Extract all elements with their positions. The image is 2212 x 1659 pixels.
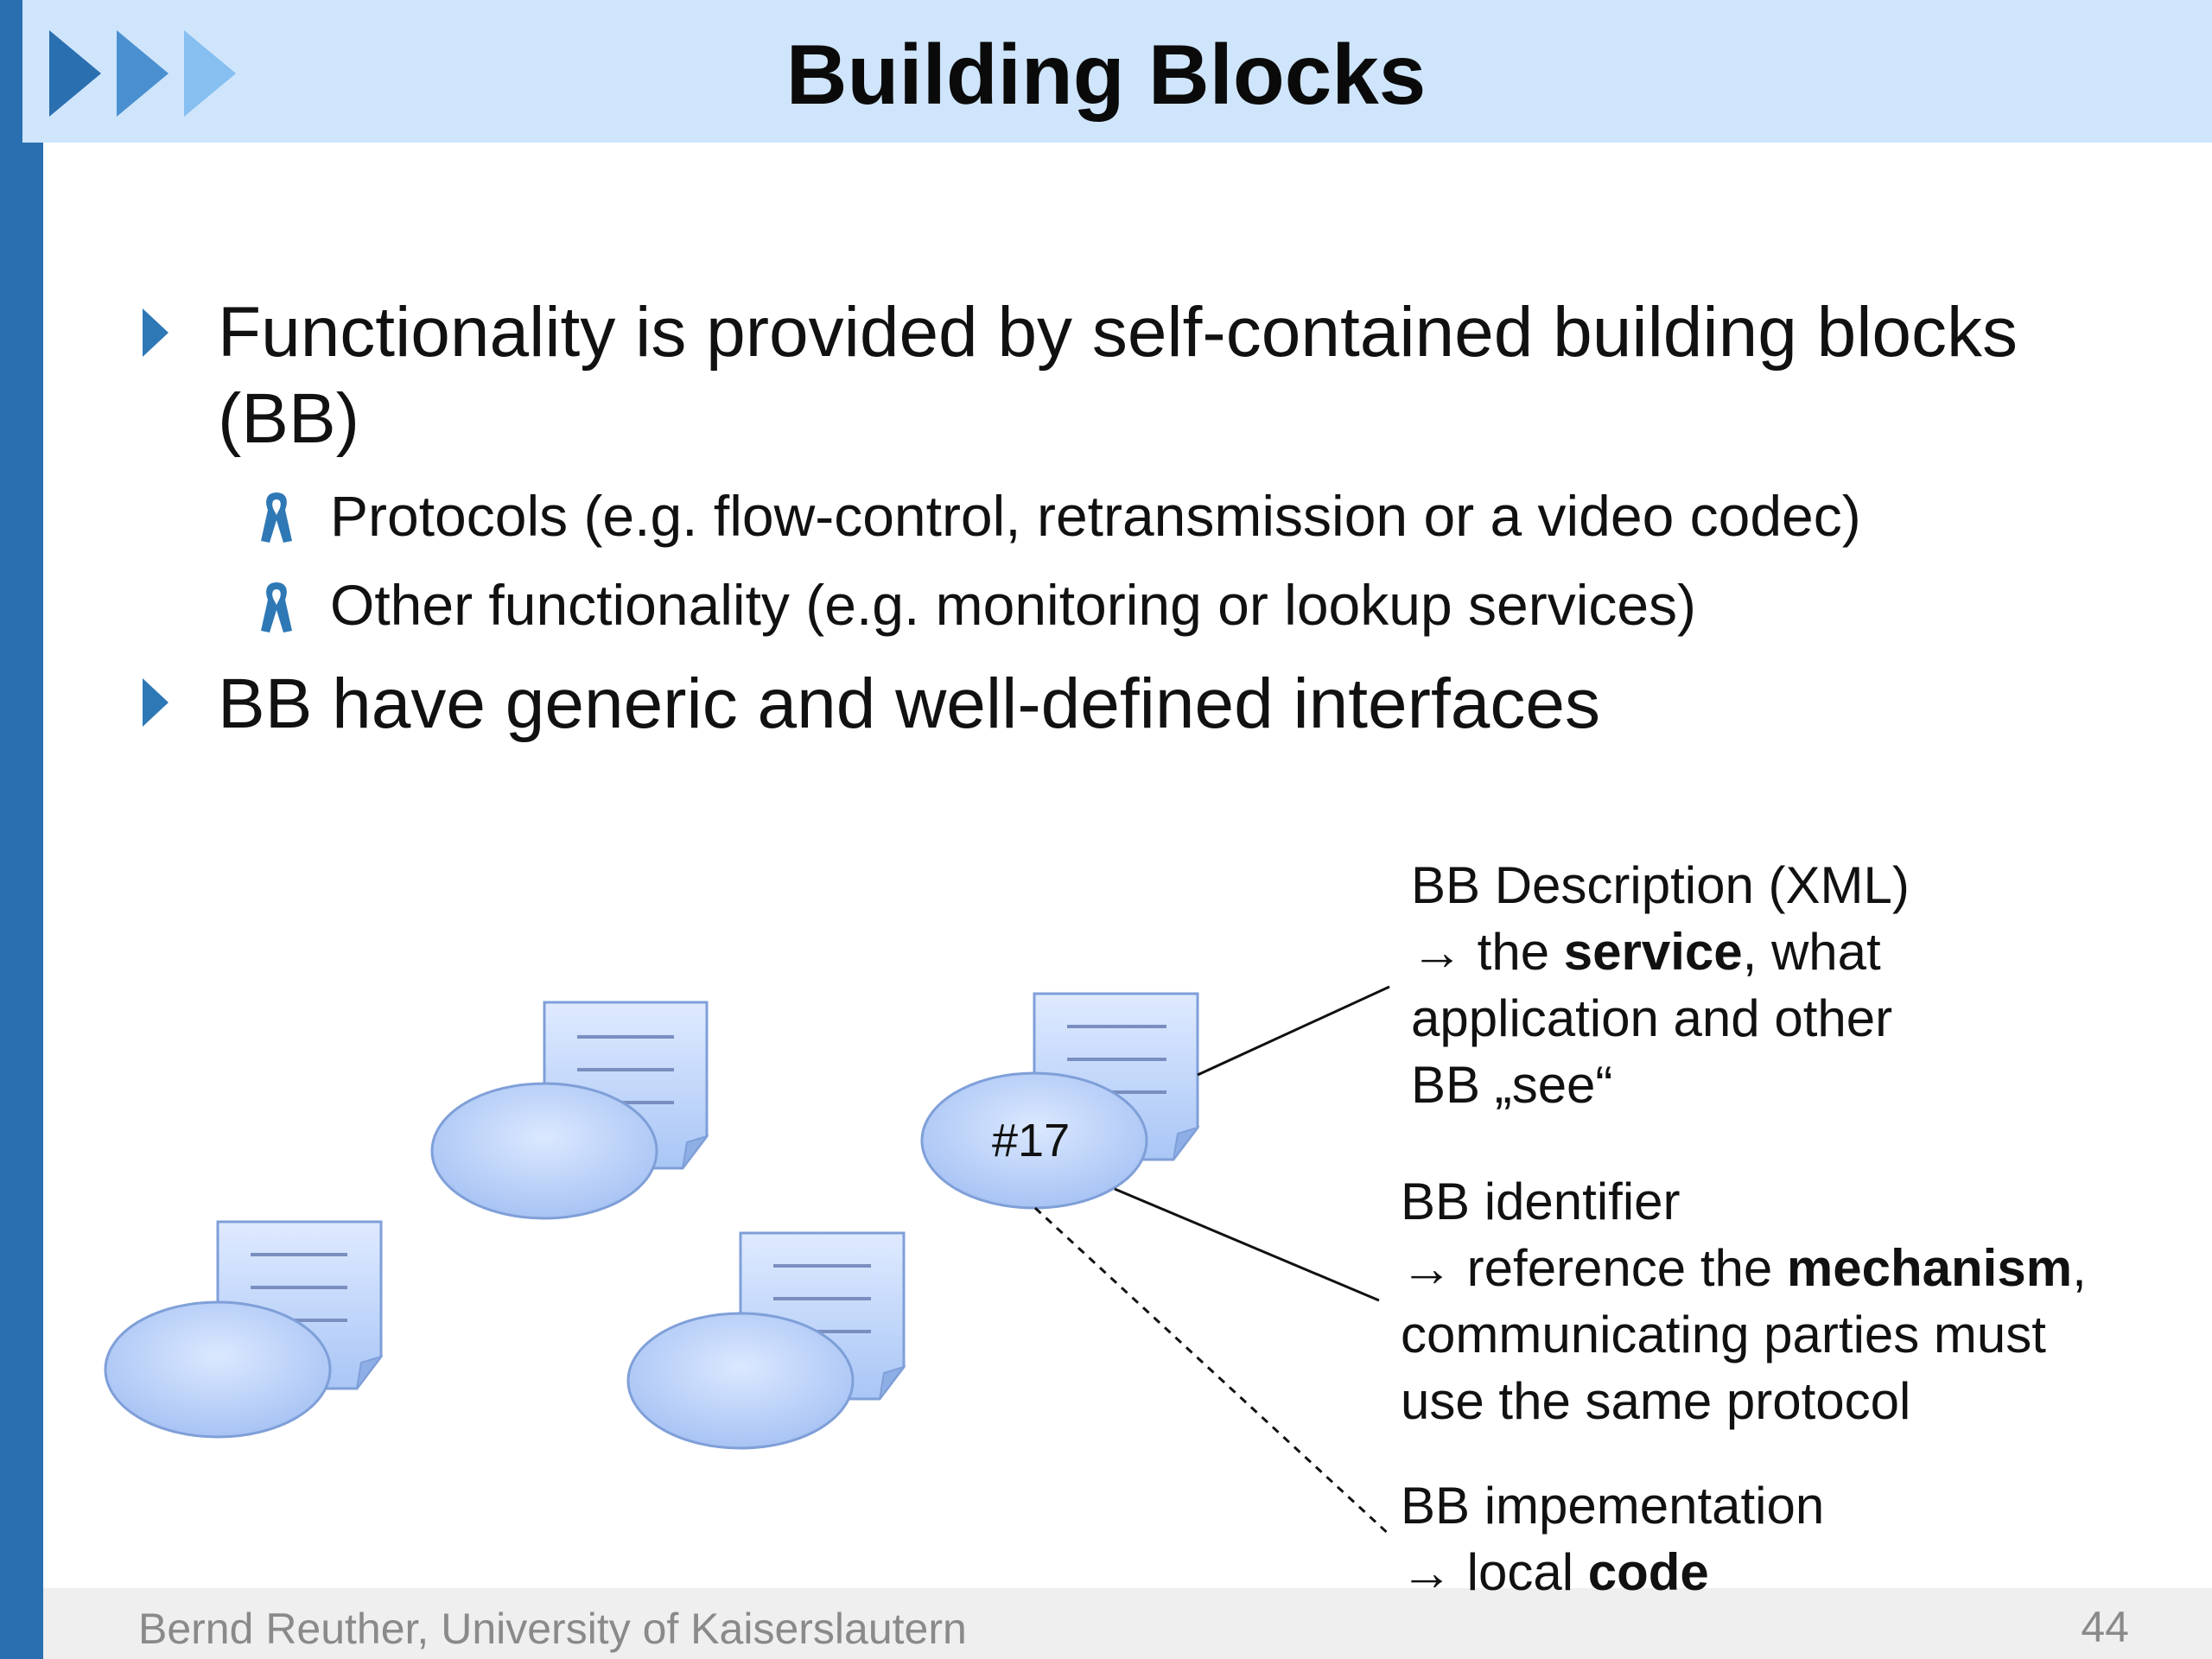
keyword-code: code xyxy=(1587,1543,1709,1601)
sub-bullet-protocols: Protocols (e.g. flow-control, retransmis… xyxy=(330,484,1861,548)
annotation-description-line-3: application and other xyxy=(1411,989,1893,1047)
bullet-arrow-icon xyxy=(143,308,168,357)
bullet-2-line-1: BB have generic and well-defined interfa… xyxy=(218,664,1600,743)
text-fragment: → reference the xyxy=(1401,1239,1787,1297)
building-block-4 xyxy=(626,1231,906,1450)
text-fragment: , what xyxy=(1742,923,1881,981)
bullet-1-line-2: (BB) xyxy=(218,379,359,458)
text-fragment: → the xyxy=(1411,923,1564,981)
callout-line-implementation xyxy=(1033,1206,1393,1538)
page-title: Building Blocks xyxy=(785,27,1427,122)
annotation-description-line-1: BB Description (XML) xyxy=(1411,856,1910,914)
bullet-1-line-1: Functionality is provided by self-contai… xyxy=(218,293,2018,372)
building-block-17 xyxy=(920,992,1200,1210)
building-block-1 xyxy=(430,1001,709,1220)
keyword-service: service xyxy=(1563,923,1743,981)
ribbon-bullet-icon xyxy=(261,493,292,543)
callout-line-identifier xyxy=(1114,1187,1380,1302)
annotation-implementation-line-1: BB impementation xyxy=(1401,1477,1825,1535)
annotation-description: BB Description (XML) → the service, what… xyxy=(1411,852,1910,1118)
ribbon-bullet-icon xyxy=(261,582,292,632)
annotation-identifier-line-3: communicating parties must xyxy=(1401,1306,2046,1363)
page-number: 44 xyxy=(2081,1603,2129,1651)
text-fragment: , xyxy=(2072,1239,2087,1297)
footer-bar xyxy=(43,1588,2212,1659)
annotation-implementation: BB impementation → local code xyxy=(1401,1472,1824,1605)
annotation-identifier-line-1: BB identifier xyxy=(1401,1173,1681,1230)
keyword-mechanism: mechanism xyxy=(1786,1239,2073,1297)
text-fragment: → local xyxy=(1401,1543,1588,1601)
annotation-description-line-2: → the service, what xyxy=(1411,918,1910,985)
annotation-identifier-line-4: use the same protocol xyxy=(1401,1372,1911,1430)
building-block-3 xyxy=(104,1220,384,1439)
left-accent-bar xyxy=(0,0,43,1659)
callout-line-description xyxy=(1197,985,1390,1077)
bullet-arrow-icon xyxy=(143,678,168,727)
footer-author: Bernd Reuther, University of Kaiserslaut… xyxy=(138,1605,967,1653)
sub-bullet-other: Other functionality (e.g. monitoring or … xyxy=(330,573,1697,637)
annotation-implementation-line-2: → local code xyxy=(1401,1539,1824,1605)
annotation-identifier: BB identifier → reference the mechanism,… xyxy=(1401,1168,2087,1434)
title-bar xyxy=(22,0,2212,143)
node-id-label: #17 xyxy=(992,1115,1071,1166)
chevrons-icon xyxy=(49,30,236,117)
annotation-description-line-4: BB „see“ xyxy=(1411,1056,1613,1114)
annotation-identifier-line-2: → reference the mechanism, xyxy=(1401,1235,2087,1301)
